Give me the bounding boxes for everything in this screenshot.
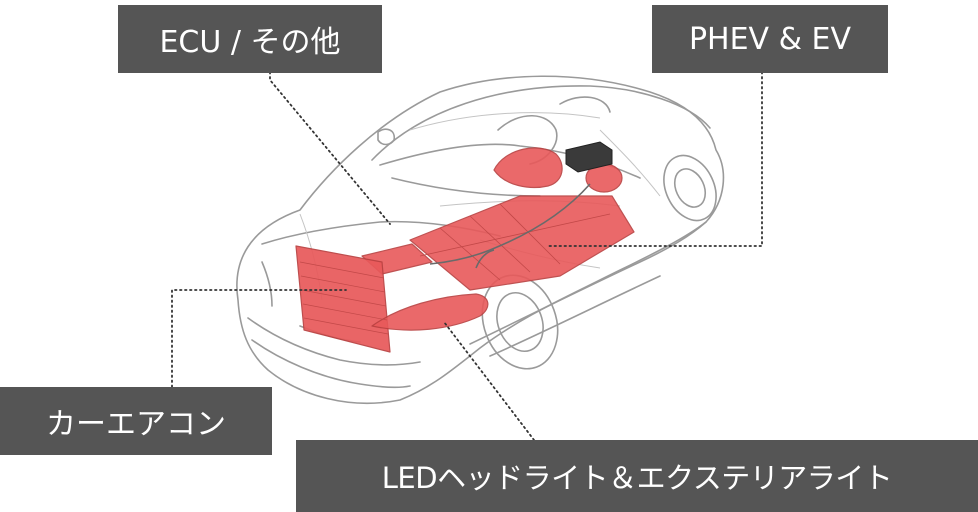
- battery-pack: [409, 195, 635, 291]
- ac-condenser-fins: [299, 261, 389, 335]
- label-car-aircon: カーエアコン: [0, 387, 272, 455]
- leader-lines: [171, 71, 763, 441]
- leader-phev: [547, 71, 763, 247]
- leader-led: [443, 321, 535, 441]
- label-led-headlight: LEDヘッドライト＆エクステリアライト: [296, 440, 978, 512]
- leader-aircon: [171, 289, 347, 388]
- highlight-components: [295, 147, 635, 353]
- label-ecu: ECU / その他: [118, 5, 382, 73]
- leader-ecu: [269, 71, 391, 225]
- rear-motor: [493, 147, 563, 189]
- battery-cell-grid: [419, 203, 611, 281]
- ac-condenser: [295, 245, 391, 353]
- label-phev-ev: PHEV & EV: [652, 5, 888, 73]
- headlight-unit: [371, 293, 489, 331]
- control-box: [565, 141, 613, 173]
- wiring-harness: [429, 183, 591, 269]
